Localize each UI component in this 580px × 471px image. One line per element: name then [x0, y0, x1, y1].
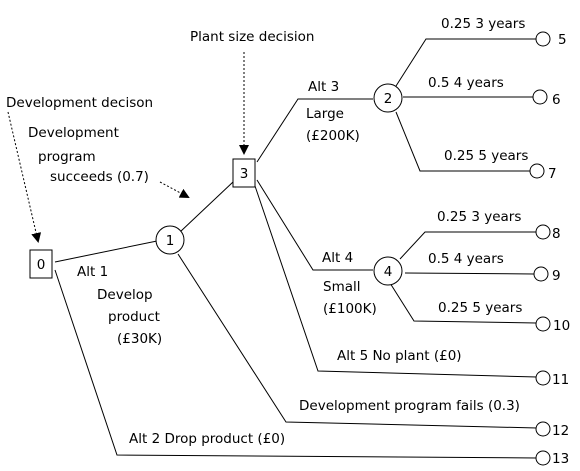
- label-alt2: Alt 2 Drop product (£0): [129, 431, 285, 447]
- edge-small-3y: [399, 231, 536, 260]
- label-small-3y: 0.25 3 years: [437, 209, 521, 225]
- label-plant-size-decision: Plant size decision: [190, 29, 314, 45]
- terminal-node-9: 9: [533, 266, 561, 284]
- edge-dev-fails: [177, 253, 538, 429]
- decision-node-0: 0: [29, 249, 53, 279]
- label-alt1-4: (£30K): [117, 331, 162, 347]
- terminal-node-12: 12: [535, 421, 569, 439]
- label-small-4y: 0.5 4 years: [428, 251, 504, 267]
- edge-alt5: [254, 185, 538, 378]
- label-alt5: Alt 5 No plant (£0): [337, 348, 462, 364]
- svg-text:4: 4: [384, 264, 393, 280]
- label-dev-succeeds-3: succeeds (0.7): [50, 169, 149, 185]
- svg-text:6: 6: [552, 92, 561, 108]
- svg-text:8: 8: [552, 226, 561, 242]
- pointer-dev-succeeds: [159, 181, 190, 198]
- label-small-5y: 0.25 5 years: [438, 300, 522, 316]
- terminal-node-11: 11: [535, 370, 569, 388]
- svg-text:1: 1: [166, 233, 175, 249]
- terminal-node-10: 10: [535, 316, 570, 334]
- label-alt4-2: Small: [323, 279, 361, 295]
- label-alt3-2: Large: [306, 106, 344, 122]
- edge-alt3: [256, 98, 373, 163]
- chance-node-2: 2: [373, 83, 403, 113]
- label-alt1-3: product: [108, 309, 160, 325]
- label-alt4-3: (£100K): [323, 301, 377, 317]
- terminal-node-7: 7: [529, 163, 557, 182]
- label-dev-succeeds-1: Development: [28, 125, 119, 141]
- svg-text:3: 3: [240, 166, 249, 182]
- label-development-decision: Development decison: [6, 95, 153, 111]
- label-alt4-1: Alt 4: [322, 250, 353, 266]
- label-alt3-3: (£200K): [306, 128, 360, 144]
- edge-large-3y: [395, 38, 536, 87]
- label-alt1-1: Alt 1: [77, 264, 108, 280]
- chance-node-1: 1: [155, 225, 185, 255]
- edge-large-5y: [395, 111, 530, 172]
- edge-small-5y: [389, 282, 537, 324]
- label-large-4y: 0.5 4 years: [428, 75, 504, 91]
- terminal-node-8: 8: [535, 224, 561, 242]
- edge-alt2: [54, 269, 538, 459]
- svg-text:2: 2: [384, 91, 393, 107]
- svg-text:7: 7: [548, 166, 557, 182]
- edge-dev-succeeds: [179, 181, 234, 233]
- label-large-5y: 0.25 5 years: [444, 148, 528, 164]
- edge-alt4: [256, 179, 373, 271]
- label-alt1-2: Develop: [97, 287, 153, 303]
- svg-text:12: 12: [552, 423, 569, 439]
- svg-text:0: 0: [37, 257, 46, 273]
- label-large-3y: 0.25 3 years: [441, 16, 525, 32]
- svg-text:10: 10: [553, 318, 570, 334]
- terminal-node-5: 5: [535, 31, 567, 48]
- svg-text:5: 5: [558, 32, 567, 48]
- label-alt3-1: Alt 3: [308, 79, 339, 95]
- svg-text:9: 9: [552, 268, 561, 284]
- edge-alt1: [54, 240, 158, 263]
- label-dev-fails: Development program fails (0.3): [299, 398, 520, 414]
- edge-small-4y: [404, 272, 535, 275]
- chance-node-4: 4: [373, 256, 403, 286]
- decision-node-3: 3: [232, 158, 256, 188]
- svg-text:11: 11: [552, 372, 569, 388]
- terminal-node-6: 6: [532, 89, 561, 108]
- svg-text:13: 13: [552, 451, 569, 467]
- terminal-node-13: 13: [535, 450, 569, 467]
- label-dev-succeeds-2: program: [38, 149, 96, 165]
